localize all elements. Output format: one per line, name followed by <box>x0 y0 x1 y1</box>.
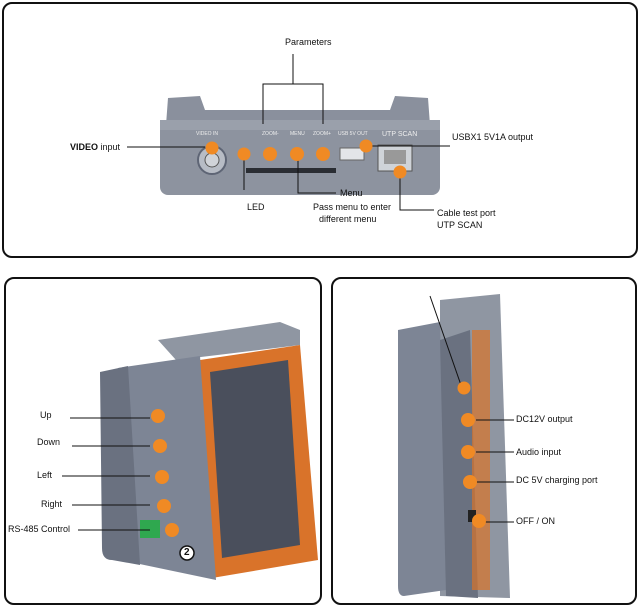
parameters-label: Parameters <box>285 37 332 48</box>
led-label: LED <box>247 202 265 213</box>
menu-desc-line2: different menu <box>319 214 376 225</box>
svg-text:ZOOM+: ZOOM+ <box>313 131 331 137</box>
video-input-bold: VIDEO <box>70 142 98 152</box>
right-label: Right <box>41 499 62 510</box>
svg-text:MENU: MENU <box>290 131 305 137</box>
rs485-label: RS-485 Control <box>8 524 70 535</box>
menu-desc-line1: Pass menu to enter <box>313 202 391 213</box>
cable-test-line2: UTP SCAN <box>437 220 482 231</box>
video-input-rest: input <box>98 142 120 152</box>
svg-text:ZOOM-: ZOOM- <box>262 131 279 137</box>
svg-text:USB 5V OUT: USB 5V OUT <box>338 131 368 137</box>
offon-label: OFF / ON <box>516 516 555 527</box>
dc12v-label: DC12V output <box>516 414 573 425</box>
cable-test-line1: Cable test port <box>437 208 496 219</box>
video-input-label: VIDEO input <box>70 142 120 153</box>
card-slot <box>246 168 336 173</box>
left-label: Left <box>37 470 52 481</box>
audio-label: Audio input <box>516 447 561 458</box>
printed-video-in: VIDEO IN <box>196 131 218 137</box>
menu-label: Menu <box>340 188 363 199</box>
usb-port <box>340 148 364 160</box>
svg-text:UTP SCAN: UTP SCAN <box>382 131 417 138</box>
down-label: Down <box>37 437 60 448</box>
up-label: Up <box>40 410 52 421</box>
badge-number: 2 <box>184 547 190 558</box>
usb-output-label: USBX1 5V1A output <box>452 132 533 143</box>
back-view-panel <box>331 277 637 605</box>
dc5v-label: DC 5V charging port <box>516 475 598 486</box>
